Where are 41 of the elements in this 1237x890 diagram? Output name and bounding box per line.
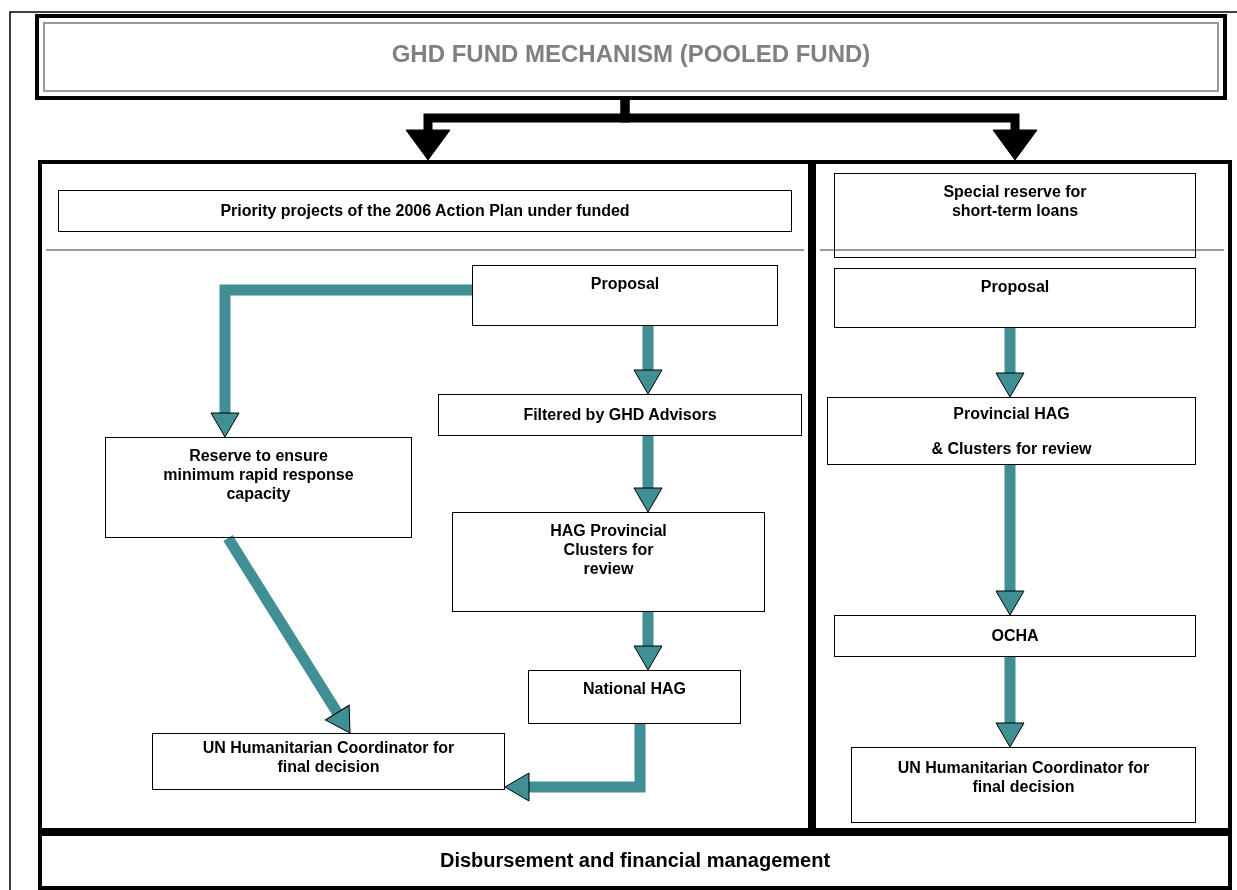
box-text: UN Humanitarian Coordinator for final decision [201,738,456,777]
panel [812,160,1232,832]
process-box [58,190,792,232]
box-text: National HAG [582,679,687,699]
process-box [851,747,1196,823]
box-text: Disbursement and financial management [439,848,831,872]
process-box [472,265,778,326]
process-box [438,394,802,436]
box-text: Provincial HAG [953,404,1070,424]
arrow [995,657,1025,748]
box-text: HAG Provincial Clusters for review [549,521,668,579]
box-text: & Clusters for review [931,439,1092,459]
title-box [35,14,1227,100]
arrow [210,284,472,438]
box-text: Proposal [590,274,660,294]
process-box [834,615,1196,657]
arrow [633,436,663,513]
arrow [223,535,351,734]
process-box [827,397,1196,465]
arrow [633,612,663,671]
box-text: UN Humanitarian Coordinator for final decision [896,758,1151,797]
box-text: Reserve to ensure minimum rapid response capacity [162,446,355,504]
box-text: Special reserve for short-term loans [942,182,1088,221]
footer-box [38,832,1232,890]
process-box [528,670,741,724]
arrow [995,465,1025,616]
arrow [504,724,646,802]
process-box [834,268,1196,328]
panel [38,160,812,832]
arrow [620,100,1038,161]
box-text: Filtered by GHD Advisors [523,405,717,425]
title-text: GHD FUND MECHANISM (POOLED FUND) [391,40,871,69]
box-text: Proposal [980,277,1050,297]
arrow [995,328,1025,398]
process-box [105,437,412,538]
process-box [452,512,765,612]
process-box [834,173,1196,258]
process-box [152,733,505,790]
box-text: OCHA [991,626,1039,646]
box-text: Priority projects of the 2006 Action Plan under funded [220,201,630,221]
arrow [633,326,663,395]
